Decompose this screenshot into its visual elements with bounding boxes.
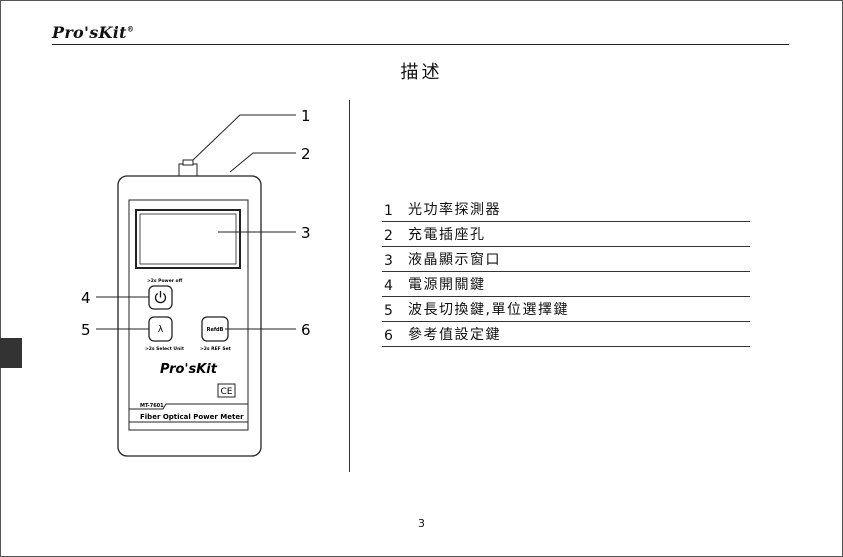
callout-1: 1 xyxy=(301,107,311,125)
legend-text: 光功率探測器 xyxy=(408,199,501,219)
page-number: 3 xyxy=(0,517,843,530)
detector-port xyxy=(179,164,197,176)
ce-mark: CE xyxy=(221,387,233,397)
callout-5: 5 xyxy=(81,321,91,339)
column-divider xyxy=(349,100,350,472)
lambda-symbol: λ xyxy=(158,325,164,335)
power-hint: >2s Power off xyxy=(147,278,183,284)
refdb-label: RefdB xyxy=(207,327,224,333)
leader-line-2 xyxy=(230,153,296,172)
product-name: Fiber Optical Power Meter xyxy=(140,413,244,421)
callout-2: 2 xyxy=(301,145,311,163)
ref-hint: >2s REF Set xyxy=(200,346,232,352)
select-hint: >2s Select Unit xyxy=(145,346,185,352)
model-label: MT-7601 xyxy=(140,403,164,409)
legend-text: 電源開關鍵 xyxy=(408,274,486,294)
legend-text: 充電插座孔 xyxy=(408,224,486,244)
callout-4: 4 xyxy=(81,289,91,307)
device-brand: Pro'sKit xyxy=(160,362,218,377)
callout-6: 6 xyxy=(301,321,311,339)
callout-3: 3 xyxy=(301,224,311,242)
legend-text: 參考值設定鍵 xyxy=(408,324,501,344)
detector-port-cap xyxy=(183,160,193,165)
lcd-inner xyxy=(140,214,236,264)
legend-text: 液晶顯示窗口 xyxy=(408,249,501,269)
legend-text: 波長切換鍵,單位選擇鍵 xyxy=(408,299,569,319)
